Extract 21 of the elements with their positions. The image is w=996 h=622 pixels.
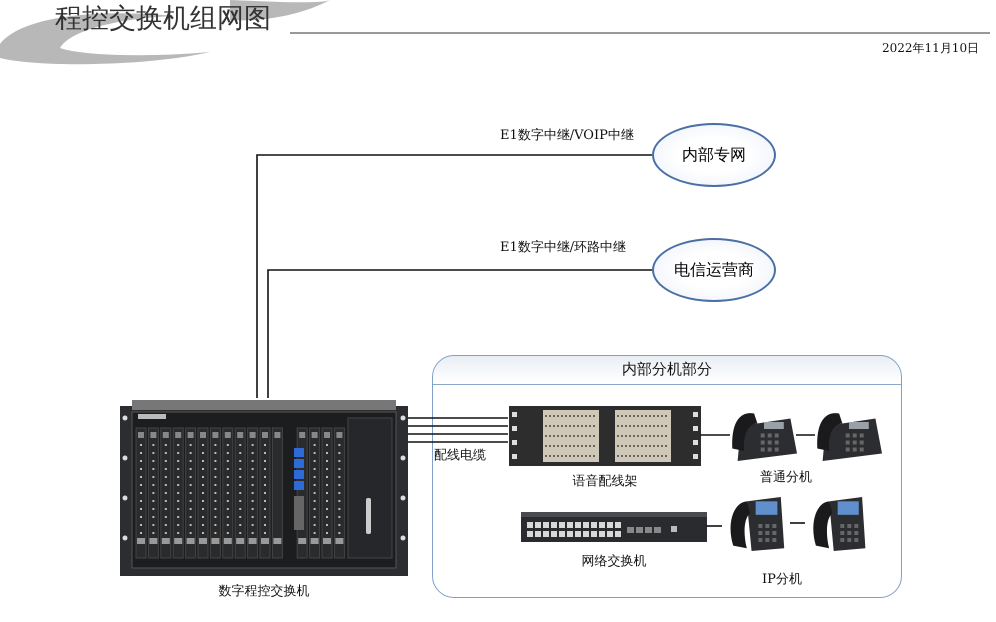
connector-line xyxy=(706,525,722,527)
connector-line xyxy=(256,154,652,398)
connector-line xyxy=(407,417,509,443)
group-caption: IP分机 xyxy=(762,571,802,588)
device-caption: 语音配线架 xyxy=(572,473,638,490)
page-title: 程控交换机组网图 xyxy=(55,2,271,36)
connector-line xyxy=(796,434,815,436)
device-caption: 网络交换机 xyxy=(580,553,648,570)
connector-line xyxy=(700,434,730,436)
connector-line xyxy=(790,522,805,524)
connector-line xyxy=(267,269,652,398)
edge-label: 配线电缆 xyxy=(434,446,486,464)
node-label: 内部专网 xyxy=(682,144,746,166)
edge-label: E1数字中继/环路中继 xyxy=(500,238,626,256)
group-panel xyxy=(432,355,902,598)
group-caption: 普通分机 xyxy=(760,468,812,486)
node-label: 电信运营商 xyxy=(674,260,754,280)
date-text: 2022年11月10日 xyxy=(882,40,980,57)
device-caption: 数字程控交换机 xyxy=(218,583,310,600)
edge-label: E1数字中继/VOIP中继 xyxy=(500,126,634,144)
panel-heading: 内部分机部分 xyxy=(621,360,713,379)
